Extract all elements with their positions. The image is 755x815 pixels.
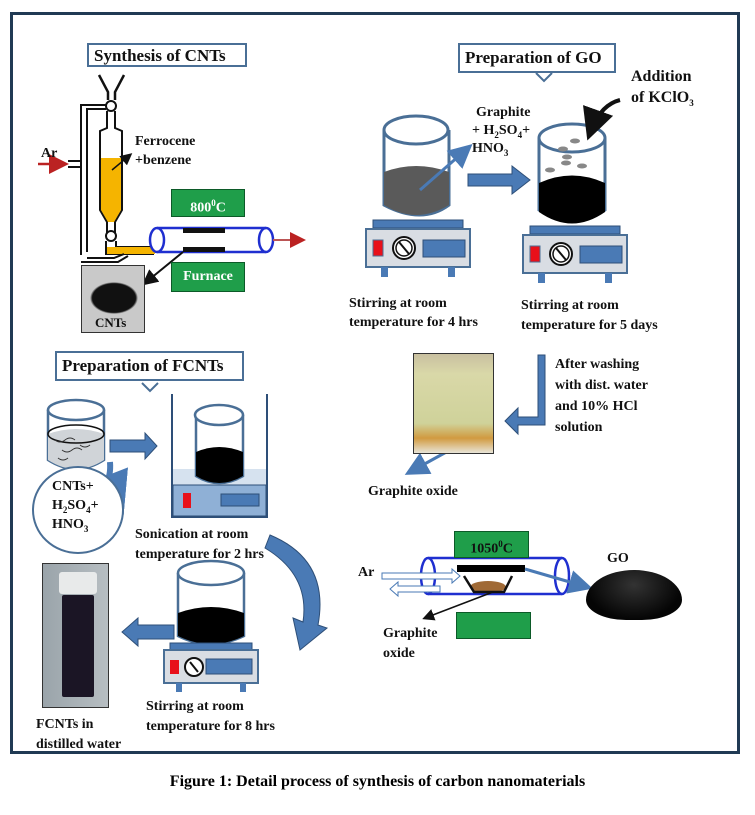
temperature-value: 800 xyxy=(190,200,212,216)
sonication-line1: Sonication at room xyxy=(135,527,249,542)
temperature-badge: 8000C xyxy=(171,189,245,217)
go-reagents-line1: Graphite xyxy=(476,105,531,120)
go-beaker-1 xyxy=(382,114,473,217)
addition-line1: Addition xyxy=(631,68,692,85)
go-beaker-2 xyxy=(537,98,621,224)
temperature-unit: C xyxy=(502,541,513,557)
temperature-value: 1050 xyxy=(470,541,499,557)
go-product-photo xyxy=(586,570,682,620)
heating-element xyxy=(457,565,525,572)
flow-arrow xyxy=(109,431,158,461)
gas-in-arrow xyxy=(381,567,461,585)
wash-line4: solution xyxy=(555,420,603,435)
fcnt-product-line2: distilled water xyxy=(36,737,122,752)
cnt-apparatus xyxy=(38,74,306,286)
furnace-badge: Furnace xyxy=(171,262,245,292)
flow-arrow xyxy=(467,164,531,196)
go-product-label: GO xyxy=(607,551,629,566)
tube-end xyxy=(148,226,166,254)
go-step2-line1: Stirring at room xyxy=(521,298,619,313)
stirrer-1 xyxy=(365,219,471,277)
fcnt-reagents-line3: HNO3 xyxy=(52,517,89,534)
curved-flow-arrow xyxy=(264,534,329,651)
go-furnace-block xyxy=(456,612,531,639)
cnt-product-photo xyxy=(81,265,145,333)
heating-element xyxy=(183,247,225,252)
fcnt-reagents-line2: H2SO4+ xyxy=(52,498,99,515)
furnace-sample-line1: Graphite xyxy=(383,626,438,641)
cnt-section-title: Synthesis of CNTs xyxy=(87,43,247,67)
wash-line3: and 10% HCl xyxy=(555,399,638,414)
furnace-sample-line2: oxide xyxy=(383,646,415,661)
vial-body xyxy=(62,595,94,697)
stirring-line2: temperature for 8 hrs xyxy=(146,719,275,734)
temperature-unit: C xyxy=(215,200,226,216)
graphite-oxide-label: Graphite oxide xyxy=(368,484,458,499)
fcnt-product-line1: FCNTs in xyxy=(36,717,94,732)
go-temperature-badge: 10500C xyxy=(454,531,529,558)
tube-end xyxy=(257,226,275,254)
gas-label: Ar xyxy=(41,146,58,161)
precursor-label-line2: +benzene xyxy=(135,153,192,168)
go-section-title: Preparation of GO xyxy=(458,43,616,73)
go-step1-line2: temperature for 4 hrs xyxy=(349,315,478,330)
go-reagents-line3: HNO3 xyxy=(472,141,509,158)
fcnt-beaker xyxy=(46,398,129,516)
degree-sup: 0 xyxy=(211,198,216,208)
cnt-product-label: CNTs xyxy=(95,315,127,330)
go-step2-line2: temperature for 5 days xyxy=(521,318,658,333)
sonicator xyxy=(171,394,268,518)
flow-arrow xyxy=(121,616,175,648)
gas-out-arrow xyxy=(389,580,441,598)
figure-caption: Figure 1: Detail process of synthesis of… xyxy=(169,773,586,790)
valve-icon xyxy=(105,230,117,242)
heating-element xyxy=(183,228,225,233)
addition-line2: of KClO3 xyxy=(631,89,694,109)
wash-line1: After washing xyxy=(555,357,640,372)
go-gas-label: Ar xyxy=(358,565,375,580)
go-step1-line1: Stirring at room xyxy=(349,296,447,311)
fcnt-reagents-line1: CNTs+ xyxy=(52,479,94,494)
wash-line2: with dist. water xyxy=(555,378,648,393)
go-reagents-line2: + H2SO4+ xyxy=(472,123,531,140)
reagent-bubble xyxy=(32,466,124,554)
fcnt-section-title: Preparation of FCNTs xyxy=(55,351,244,381)
degree-sup: 0 xyxy=(498,539,503,549)
valve-icon xyxy=(105,100,117,112)
graphite-oxide-beaker-photo xyxy=(413,353,494,454)
precursor-label-line1: Ferrocene xyxy=(135,134,196,149)
stirrer-3 xyxy=(163,559,259,692)
go-furnace xyxy=(381,556,593,621)
vial-cap xyxy=(59,572,97,594)
stirrer-2 xyxy=(522,225,628,283)
sample-boat xyxy=(470,581,506,593)
wash-arrow xyxy=(504,354,546,436)
stirring-line1: Stirring at room xyxy=(146,699,244,714)
sonication-line2: temperature for 2 hrs xyxy=(135,547,264,562)
precursor-liquid xyxy=(101,158,121,222)
